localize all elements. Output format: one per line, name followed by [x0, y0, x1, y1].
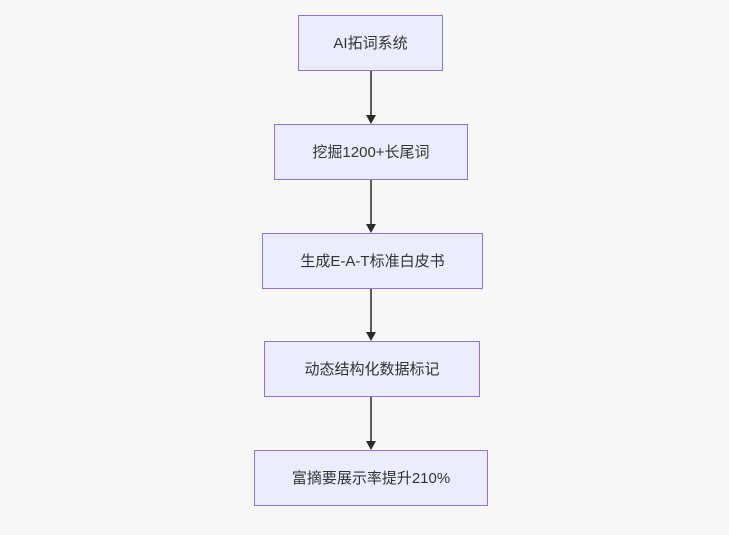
arrow-line [370, 180, 372, 224]
flow-arrow-2 [365, 180, 377, 233]
flow-node-label: 动态结构化数据标记 [304, 360, 440, 378]
arrow-down-icon [366, 115, 376, 124]
arrow-line [370, 397, 372, 441]
flow-node-label: 挖掘1200+长尾词 [312, 143, 430, 161]
arrow-down-icon [366, 224, 376, 233]
flow-node-eat-whitepaper: 生成E-A-T标准白皮书 [262, 233, 483, 289]
arrow-line [370, 289, 372, 332]
flow-node-label: 生成E-A-T标准白皮书 [300, 252, 445, 270]
flow-arrow-1 [365, 71, 377, 124]
arrow-line [370, 71, 372, 115]
flow-node-ai-keyword-system: AI拓词系统 [298, 15, 443, 71]
arrow-down-icon [366, 441, 376, 450]
flow-node-structured-data: 动态结构化数据标记 [264, 341, 480, 397]
flow-node-longtail-mining: 挖掘1200+长尾词 [274, 124, 468, 180]
flow-node-rich-snippet-rate: 富摘要展示率提升210% [254, 450, 488, 506]
flow-node-label: 富摘要展示率提升210% [291, 469, 451, 487]
flow-node-label: AI拓词系统 [333, 34, 408, 52]
flow-arrow-4 [365, 397, 377, 450]
flow-arrow-3 [365, 289, 377, 341]
arrow-down-icon [366, 332, 376, 341]
